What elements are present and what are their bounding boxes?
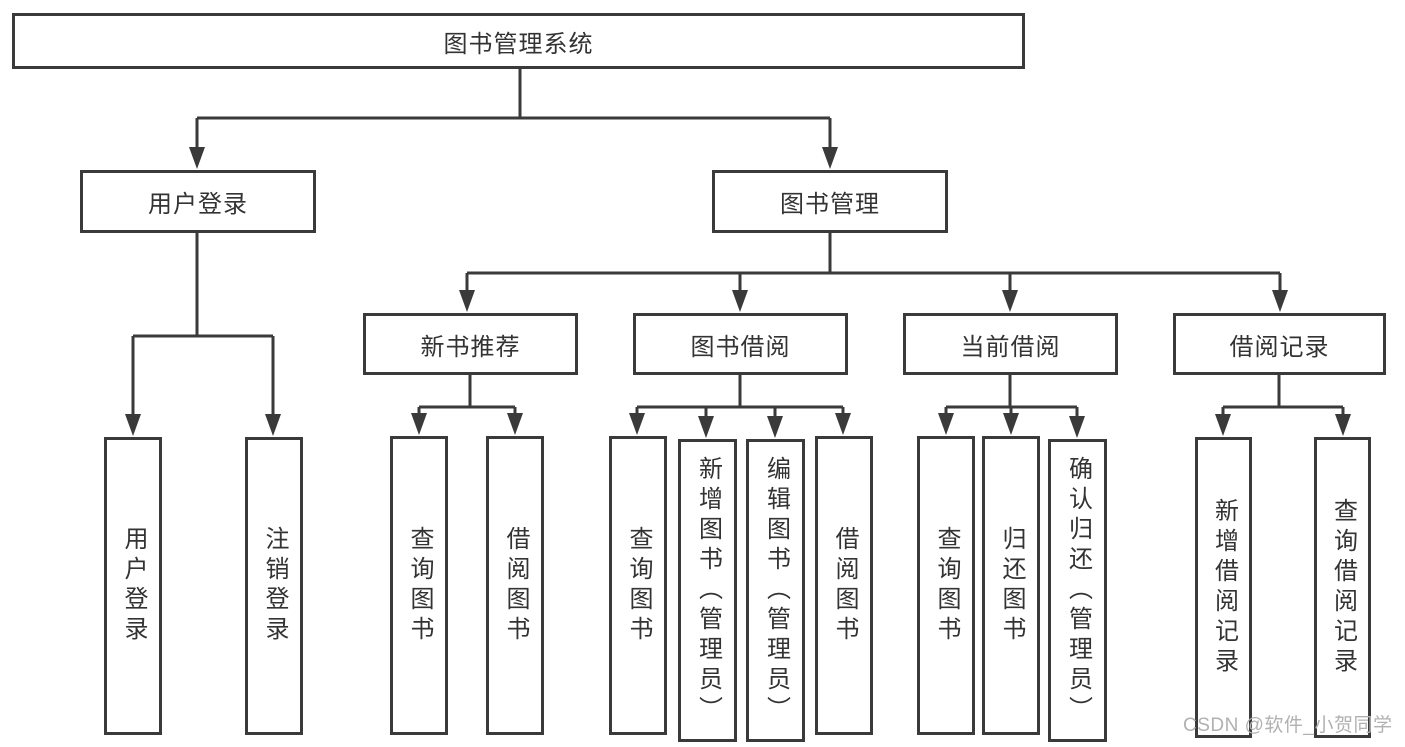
node-label: 用户登录	[120, 526, 147, 646]
node-label: 查询借阅记录	[1329, 497, 1357, 678]
leaf-confirm-return-admin: 确认归还（管理员）	[1048, 439, 1107, 742]
node-label: 图书借阅	[690, 333, 791, 361]
node-label: 查询图书	[625, 525, 652, 646]
node-label: 图书管理	[780, 191, 880, 218]
node-label: 借阅图书	[502, 525, 529, 646]
node-label: 新增借阅记录	[1210, 497, 1238, 678]
node-label: 借阅图书	[831, 525, 858, 646]
node-borrowing-records: 借阅记录	[1173, 313, 1386, 375]
node-current-borrowing: 当前借阅	[903, 313, 1118, 375]
node-user-login-branch: 用户登录	[80, 170, 316, 233]
leaf-query-borrow-record: 查询借阅记录	[1314, 437, 1371, 738]
leaf-query-books-borrowing: 查询图书	[609, 436, 667, 735]
leaf-borrow-books-borrowing: 借阅图书	[815, 436, 873, 735]
leaf-add-borrow-record: 新增借阅记录	[1195, 437, 1252, 738]
leaf-query-books-current: 查询图书	[917, 436, 975, 735]
leaf-user-login: 用户登录	[104, 437, 162, 735]
connector-path	[131, 69, 1345, 418]
node-label: 当前借阅	[960, 333, 1061, 361]
node-label: 新书推荐	[420, 333, 521, 361]
node-label: 用户登录	[148, 191, 248, 218]
node-label: 查询图书	[933, 525, 960, 646]
node-book-management-branch: 图书管理	[712, 170, 948, 233]
node-label: 编辑图书（管理员）	[762, 455, 790, 726]
csdn-watermark: CSDN @软件_小贺同学	[1183, 715, 1393, 736]
node-book-borrowing: 图书借阅	[633, 313, 848, 375]
node-new-book-recommendation: 新书推荐	[363, 313, 578, 375]
node-label: 查询图书	[406, 525, 433, 646]
leaf-borrow-books-recommend: 借阅图书	[486, 436, 544, 735]
leaf-edit-books-admin: 编辑图书（管理员）	[746, 439, 805, 742]
node-label: 确认归还（管理员）	[1064, 455, 1092, 726]
node-label: 注销登录	[261, 526, 288, 646]
leaf-return-books: 归还图书	[982, 436, 1040, 735]
node-label: 图书管理系统	[443, 30, 594, 58]
leaf-add-books-admin: 新增图书（管理员）	[678, 439, 737, 742]
arrowhead-icon	[125, 147, 1351, 438]
node-library-management-system: 图书管理系统	[12, 13, 1025, 69]
node-label: 借阅记录	[1229, 333, 1330, 361]
node-label: 新增图书（管理员）	[694, 455, 722, 726]
leaf-logout: 注销登录	[245, 437, 303, 735]
leaf-query-books-recommend: 查询图书	[390, 436, 448, 735]
node-label: 归还图书	[998, 525, 1025, 646]
